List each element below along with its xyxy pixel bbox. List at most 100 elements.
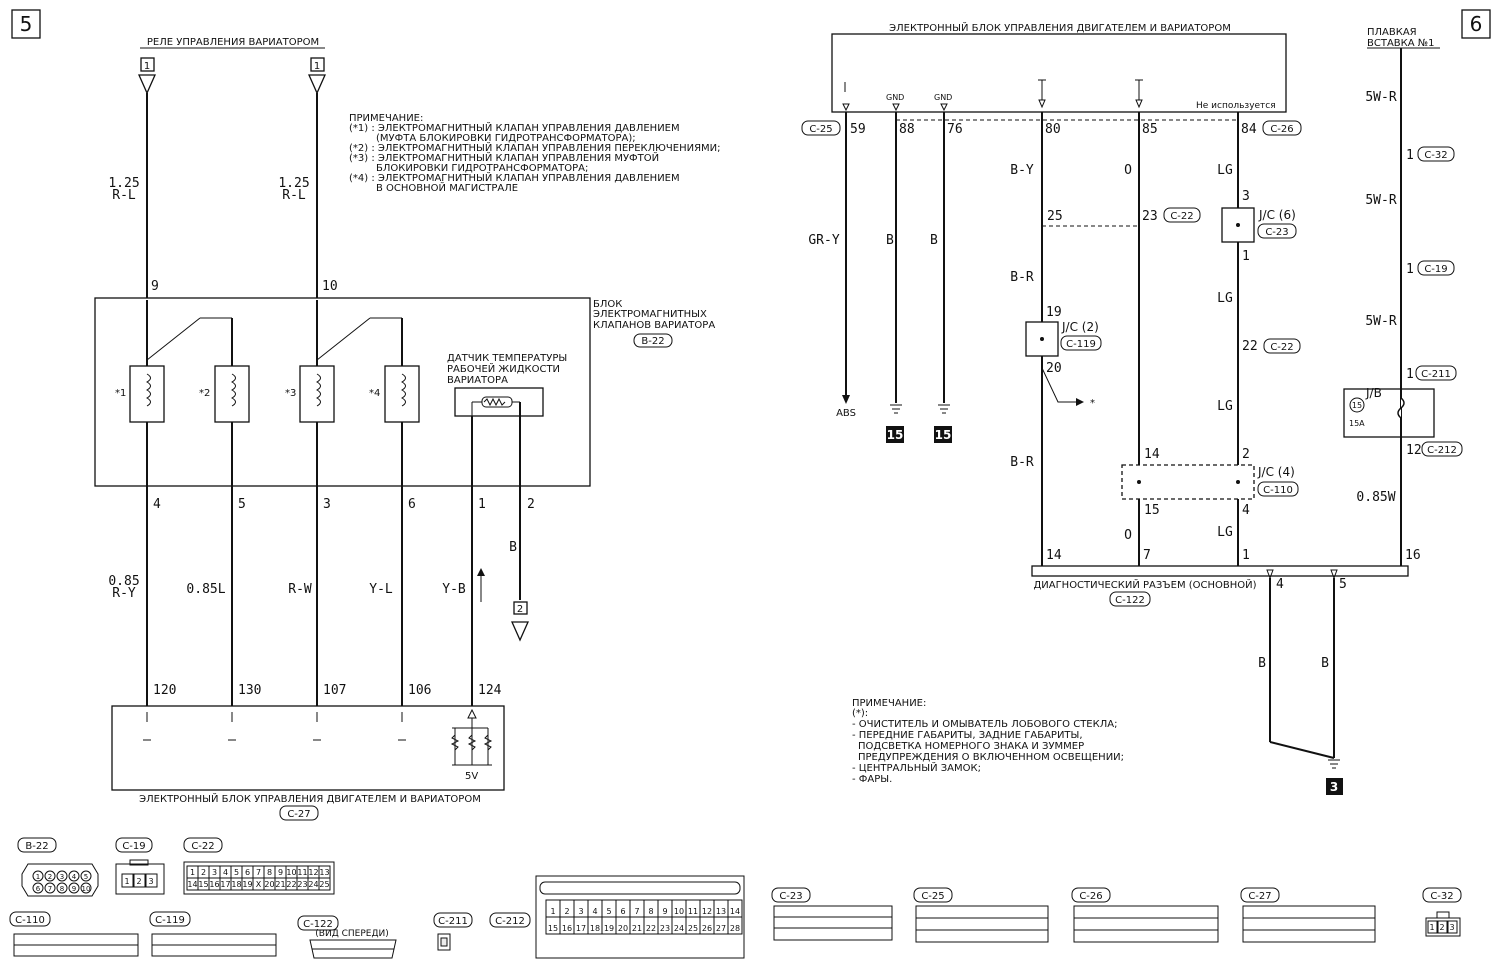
connector-c211: C-211 xyxy=(433,912,473,951)
pin-number: 1 xyxy=(1406,367,1414,382)
diag-title: ДИАГНОСТИЧЕСКИЙ РАЗЪЕМ (ОСНОВНОЙ) xyxy=(1033,578,1256,591)
ecu-pin: 80 xyxy=(1045,122,1061,137)
pin: 13 xyxy=(716,907,726,916)
left-ecu-internals: 5V xyxy=(143,708,493,782)
wire-color: LG xyxy=(1217,525,1233,540)
left-ecu-connector-badge xyxy=(279,805,319,821)
pin: 3 xyxy=(148,877,153,886)
pin: 20 xyxy=(264,880,274,889)
note-line: - ФАРЫ. xyxy=(852,774,892,785)
pin: 22 xyxy=(286,880,296,889)
connector-c25: C-25 xyxy=(913,887,1049,943)
pin: 2 xyxy=(1439,923,1444,932)
pin: 17 xyxy=(576,924,586,933)
ecu-pin: 76 xyxy=(947,122,963,137)
pin: 16 xyxy=(209,880,219,889)
pin-number: 4 xyxy=(1242,503,1250,518)
pin: 4 xyxy=(72,873,77,881)
connector-label: C-122 xyxy=(303,919,333,930)
wire-color: 5W-R xyxy=(1365,193,1396,208)
pin-number: 25 xyxy=(1047,209,1063,224)
wire-color: 0.85L xyxy=(186,582,225,597)
ecu-pin: 124 xyxy=(478,683,502,698)
connector-label: C-32 xyxy=(1430,891,1453,902)
pin-number: 20 xyxy=(1046,361,1062,376)
valve-label: *4 xyxy=(369,388,380,399)
pin-number: 14 xyxy=(1046,548,1062,563)
valve-label: *3 xyxy=(285,388,296,399)
by-br-wires: B-Y 25 B-R 19 J/C (2) C-119 20 * B-R xyxy=(1010,112,1139,566)
valve-block-connector: B-22 xyxy=(641,336,664,347)
jc6-conn-badge xyxy=(1257,223,1297,239)
pin: 24 xyxy=(308,880,318,889)
ecu-pin: 106 xyxy=(408,683,431,698)
pin: 1 xyxy=(36,873,40,881)
abs-gnd-wires: ABS GR-Y B 15 B 15 xyxy=(808,112,952,443)
jc6-label: J/C (6) xyxy=(1258,208,1296,222)
diag-conn: C-122 xyxy=(1115,595,1145,606)
diag-connector: 14 7 1 16 ДИАГНОСТИЧЕСКИЙ РАЗЪЕМ (ОСНОВН… xyxy=(1031,548,1421,795)
connector-b22: B-22 1 2 3 4 5 6 7 8 9 10 xyxy=(17,837,99,897)
pin: 15 xyxy=(548,924,558,933)
pin: 9 xyxy=(72,885,76,893)
pin: 14 xyxy=(187,880,197,889)
fuse-conn-badge xyxy=(1421,441,1463,457)
wire-color: 5W-R xyxy=(1365,90,1396,105)
fuse-conn: C-211 xyxy=(1421,369,1451,380)
note-line: ПОДСВЕТКА НОМЕРНОГО ЗНАКА И ЗУММЕР xyxy=(858,741,1084,752)
pin: 1 xyxy=(1429,923,1434,932)
note-line: (МУФТА БЛОКИРОВКИ ГИДРОТРАНСФОРМАТОРА); xyxy=(376,133,636,144)
pin-number: 3 xyxy=(323,497,331,512)
pin: 2 xyxy=(48,873,52,881)
pin: 4 xyxy=(592,907,597,916)
connector-label: C-211 xyxy=(438,916,468,927)
wire-color: GR-Y xyxy=(808,233,839,248)
ecu-5v-label: 5V xyxy=(465,771,478,782)
ecu-pin: 107 xyxy=(323,683,346,698)
pin-number: 1 xyxy=(1406,262,1414,277)
gnd-label: GND xyxy=(886,93,904,102)
connector-label: C-212 xyxy=(495,916,525,927)
pin: 12 xyxy=(308,868,318,877)
fuse-title: ВСТАВКА №1 xyxy=(1367,38,1435,49)
sensor-label: ВАРИАТОРА xyxy=(447,375,508,386)
pin: 1 xyxy=(124,877,129,886)
wire-color: O xyxy=(1124,528,1132,543)
abs-label: ABS xyxy=(836,408,856,419)
connector-c119: C-119 xyxy=(149,911,277,957)
pin-number: 19 xyxy=(1046,305,1062,320)
wire-color: B xyxy=(930,233,938,248)
wire-color: Y-B xyxy=(442,582,466,597)
connector-label: C-27 xyxy=(1248,891,1271,902)
pin: 7 xyxy=(48,885,52,893)
wire-color: B-R xyxy=(1010,455,1034,470)
wire-gauge: 1.25 xyxy=(278,176,309,191)
lower-wires: 4 5 3 6 1 2 0.85 R-Y 0.85L R-W Y-L Y-B B… xyxy=(108,486,535,706)
pin-cell xyxy=(727,916,743,935)
wire-color: LG xyxy=(1217,291,1233,306)
pin: 7 xyxy=(634,907,639,916)
connector-c110: C-110 xyxy=(9,911,139,957)
pin: 10 xyxy=(286,868,296,877)
relay-title: РЕЛЕ УПРАВЛЕНИЯ ВАРИАТОРОМ xyxy=(147,37,319,48)
connector-label: C-25 xyxy=(921,891,944,902)
pin: 20 xyxy=(618,924,628,933)
solenoid-1: *1 xyxy=(115,300,233,486)
pin: 19 xyxy=(604,924,614,933)
connector-label: C-26 xyxy=(1079,891,1102,902)
jc2-label: J/C (2) xyxy=(1061,320,1099,334)
valve-label: *2 xyxy=(199,388,210,399)
jc2-conn: C-119 xyxy=(1066,339,1096,350)
solenoid-2: *2 xyxy=(199,365,250,486)
pin: 7 xyxy=(256,868,261,877)
ecu-conn-right-badge xyxy=(1262,120,1302,136)
page-number-left-text: 5 xyxy=(20,12,33,36)
unused-label: Не используется xyxy=(1196,101,1276,111)
connector-c26: C-26 xyxy=(1071,887,1219,943)
right-ecu-pin-icons: GND GND Не используется xyxy=(842,79,1276,112)
ground-number: 15 xyxy=(887,428,904,442)
c22-badge xyxy=(1163,207,1201,223)
